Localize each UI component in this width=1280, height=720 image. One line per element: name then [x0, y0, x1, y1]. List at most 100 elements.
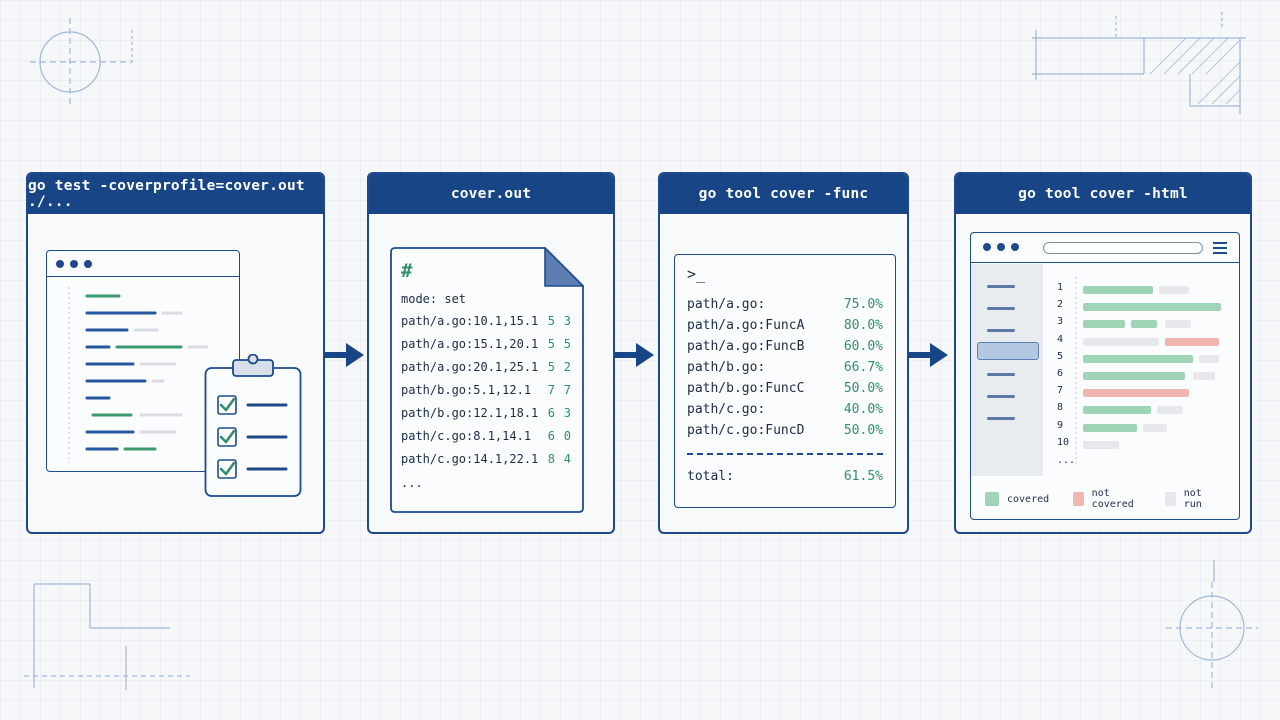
file-list-item — [987, 329, 1015, 332]
func-name: path/a.go:FuncA — [687, 318, 805, 333]
coverprofile-stmts: 6 — [547, 406, 555, 420]
more-lines-ellipsis: ... — [1057, 455, 1076, 466]
step-go-test-title: go test -coverprofile=cover.out ./... — [28, 174, 323, 214]
file-list-item — [987, 417, 1015, 420]
coverprofile-count: 4 — [563, 452, 571, 466]
func-name: path/a.go: — [687, 297, 766, 312]
line-number: 8 — [1057, 402, 1064, 414]
window-dot-icon — [997, 243, 1005, 251]
coverprofile-stmts: 8 — [547, 452, 555, 466]
coverprofile-file-icon — [390, 247, 584, 513]
covered-code-bar — [1083, 303, 1221, 312]
not-run-code-bar — [1199, 354, 1219, 363]
flow-arrow-icon — [324, 343, 364, 367]
coverprofile-block: path/b.go:5.1,12.1 — [401, 383, 532, 397]
func-percent: 75.0% — [843, 297, 883, 312]
func-percent: 50.0% — [843, 423, 883, 438]
func-coverage-row: path/c.go:FuncD 50.0% — [687, 423, 883, 441]
covered-code-bar — [1083, 423, 1137, 432]
coverprofile-row: path/a.go:10.1,15.1 5 3 — [401, 314, 571, 330]
gutter-line — [1075, 277, 1077, 465]
coverprofile-row: path/a.go:15.1,20.1 5 5 — [401, 337, 571, 353]
total-percent: 61.5% — [843, 469, 883, 484]
line-number: 3 — [1057, 316, 1064, 328]
file-list-item — [987, 307, 1015, 310]
coverprofile-count: 3 — [563, 314, 571, 328]
window-dot-icon — [983, 243, 991, 251]
coverprofile-ellipsis: ... — [401, 476, 423, 490]
legend-not-run-swatch — [1165, 492, 1176, 506]
line-number: 6 — [1057, 368, 1064, 379]
line-number: 2 — [1057, 299, 1064, 311]
func-percent: 40.0% — [843, 402, 883, 417]
covered-code-bar — [1083, 320, 1125, 329]
window-dot-icon — [84, 259, 92, 268]
covered-code-bar — [1131, 320, 1157, 329]
not-run-code-bar — [1083, 337, 1159, 346]
coverprofile-block: path/c.go:14.1,22.1 — [401, 452, 539, 466]
menu-icon — [1213, 242, 1227, 254]
line-number: 4 — [1057, 333, 1064, 345]
editor-title-bar — [47, 251, 239, 277]
line-number: 7 — [1057, 385, 1064, 397]
step-coverprofile-title: cover.out — [369, 174, 613, 214]
func-name: path/a.go:FuncB — [687, 339, 805, 354]
file-hash-mark: # — [401, 260, 413, 282]
func-name: path/c.go: — [687, 402, 766, 417]
window-dot-icon — [1011, 243, 1019, 251]
func-name: path/c.go:FuncD — [687, 423, 805, 438]
not-run-code-bar — [1159, 286, 1189, 294]
func-name: path/b.go:FuncC — [687, 381, 805, 396]
covered-code-bar — [1083, 406, 1151, 415]
line-number: 5 — [1057, 350, 1064, 362]
code-lines-graphic — [68, 287, 209, 463]
legend-not-covered-swatch — [1073, 492, 1084, 506]
func-percent: 50.0% — [843, 381, 883, 396]
coverprofile-block: path/c.go:8.1,14.1 — [401, 429, 532, 443]
coverprofile-count: 0 — [563, 429, 571, 443]
total-label: total: — [687, 469, 734, 484]
covered-code-bar — [1083, 372, 1185, 380]
coverprofile-row: path/b.go:5.1,12.1 7 7 — [401, 383, 571, 399]
covered-code-bar — [1083, 286, 1153, 294]
not-covered-code-bar — [1165, 337, 1219, 346]
func-coverage-row: path/b.go:FuncC 50.0% — [687, 381, 883, 399]
not-run-code-bar — [1157, 406, 1183, 415]
coverprofile-block: path/a.go:20.1,25.1 — [401, 360, 539, 374]
step-html-report-title: go tool cover -html — [956, 174, 1250, 214]
coverprofile-count: 5 — [563, 337, 571, 351]
coverprofile-block: path/a.go:10.1,15.1 — [401, 314, 539, 328]
not-run-code-bar — [1083, 440, 1119, 449]
coverage-legend: covered not covered not run — [985, 488, 1239, 510]
file-sidebar — [971, 264, 1043, 476]
address-bar — [1043, 242, 1203, 254]
legend-not-covered-label: not covered — [1091, 488, 1134, 510]
coverprofile-mode-line: mode: set — [401, 292, 467, 306]
coverprofile-stmts: 6 — [547, 429, 555, 443]
coverprofile-row: path/c.go:8.1,14.1 6 0 — [401, 429, 571, 445]
file-list-item — [987, 373, 1015, 376]
coverprofile-stmts: 5 — [547, 314, 555, 328]
func-percent: 60.0% — [843, 339, 883, 354]
covered-code-bar — [1083, 354, 1193, 363]
total-coverage-row: total: 61.5% — [687, 469, 883, 487]
func-percent: 66.7% — [843, 360, 883, 375]
coverprofile-block: path/a.go:15.1,20.1 — [401, 337, 539, 351]
terminal-prompt-icon: >_ — [687, 265, 706, 283]
coverprofile-row: path/a.go:20.1,25.1 5 2 — [401, 360, 571, 376]
legend-not-run: not run — [1165, 488, 1215, 510]
func-name: path/b.go: — [687, 360, 766, 375]
flow-arrow-icon — [908, 343, 948, 367]
func-coverage-row: path/c.go: 40.0% — [687, 402, 883, 420]
step-go-test-panel: go test -coverprofile=cover.out ./... — [26, 172, 325, 534]
coverprofile-count: 7 — [563, 383, 571, 397]
coverprofile-stmts: 5 — [547, 360, 555, 374]
window-dot-icon — [56, 259, 64, 268]
terminal-window: >_ path/a.go: 75.0% path/a.go:FuncA 80.0… — [674, 254, 896, 508]
func-percent: 80.0% — [843, 318, 883, 333]
line-number: 9 — [1057, 419, 1064, 431]
func-coverage-row: path/b.go: 66.7% — [687, 360, 883, 378]
legend-covered-swatch — [985, 492, 999, 506]
